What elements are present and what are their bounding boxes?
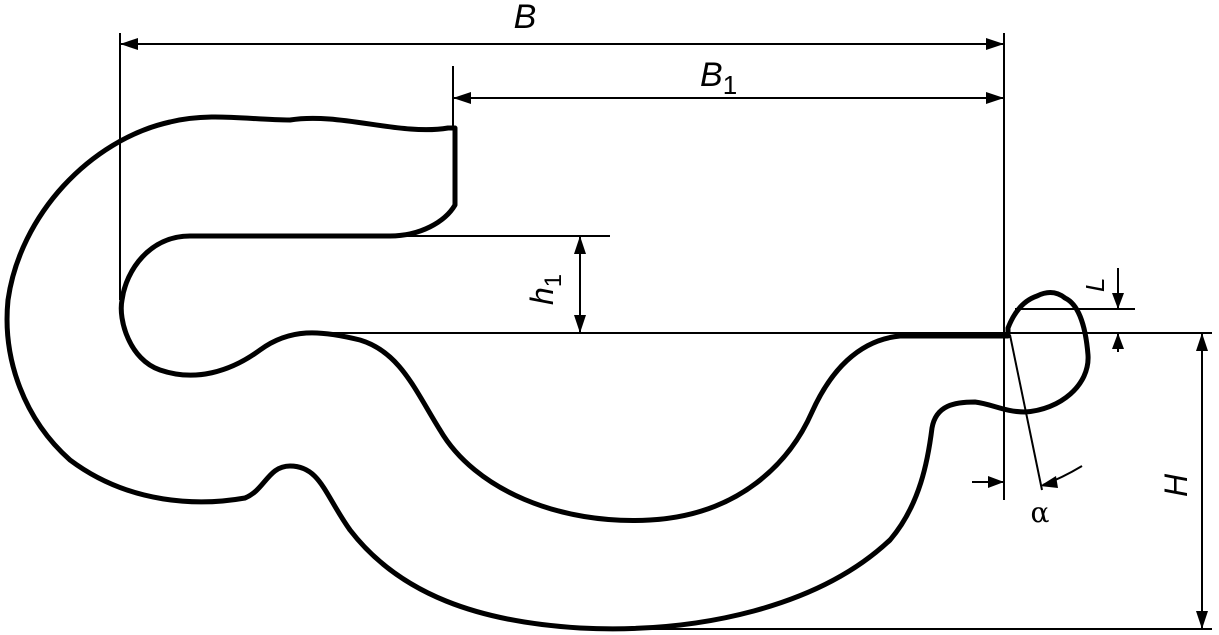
extension-line-alpha bbox=[1009, 334, 1043, 491]
label-b1-main: B bbox=[700, 56, 723, 94]
label-b: B bbox=[514, 0, 537, 36]
arrowhead-b1-left bbox=[453, 92, 471, 104]
arrowhead-b1-right bbox=[986, 92, 1004, 104]
arrowhead-h1-top bbox=[574, 236, 586, 254]
label-h1-main: h bbox=[524, 287, 560, 305]
arrowhead-l-top bbox=[1112, 293, 1124, 309]
hook-outline bbox=[4, 114, 1091, 632]
label-h: H bbox=[1158, 473, 1194, 497]
arrowhead-h1-bottom bbox=[574, 315, 586, 333]
label-h1: h1 bbox=[524, 274, 567, 305]
arrowhead-alpha-left bbox=[988, 476, 1004, 488]
arrowhead-b-left bbox=[120, 38, 138, 50]
label-b1-subscript: 1 bbox=[723, 70, 737, 100]
label-l: L bbox=[1080, 278, 1110, 292]
arrowhead-b-right bbox=[986, 38, 1004, 50]
label-h1-subscript: 1 bbox=[540, 274, 567, 287]
arrowhead-l-bottom bbox=[1112, 333, 1124, 349]
label-b1: B1 bbox=[700, 56, 737, 100]
label-alpha: α bbox=[1031, 496, 1050, 529]
arrowhead-h-top bbox=[1196, 333, 1208, 351]
arrowhead-h-bottom bbox=[1196, 611, 1208, 629]
arrowhead-alpha-right bbox=[1040, 476, 1058, 488]
